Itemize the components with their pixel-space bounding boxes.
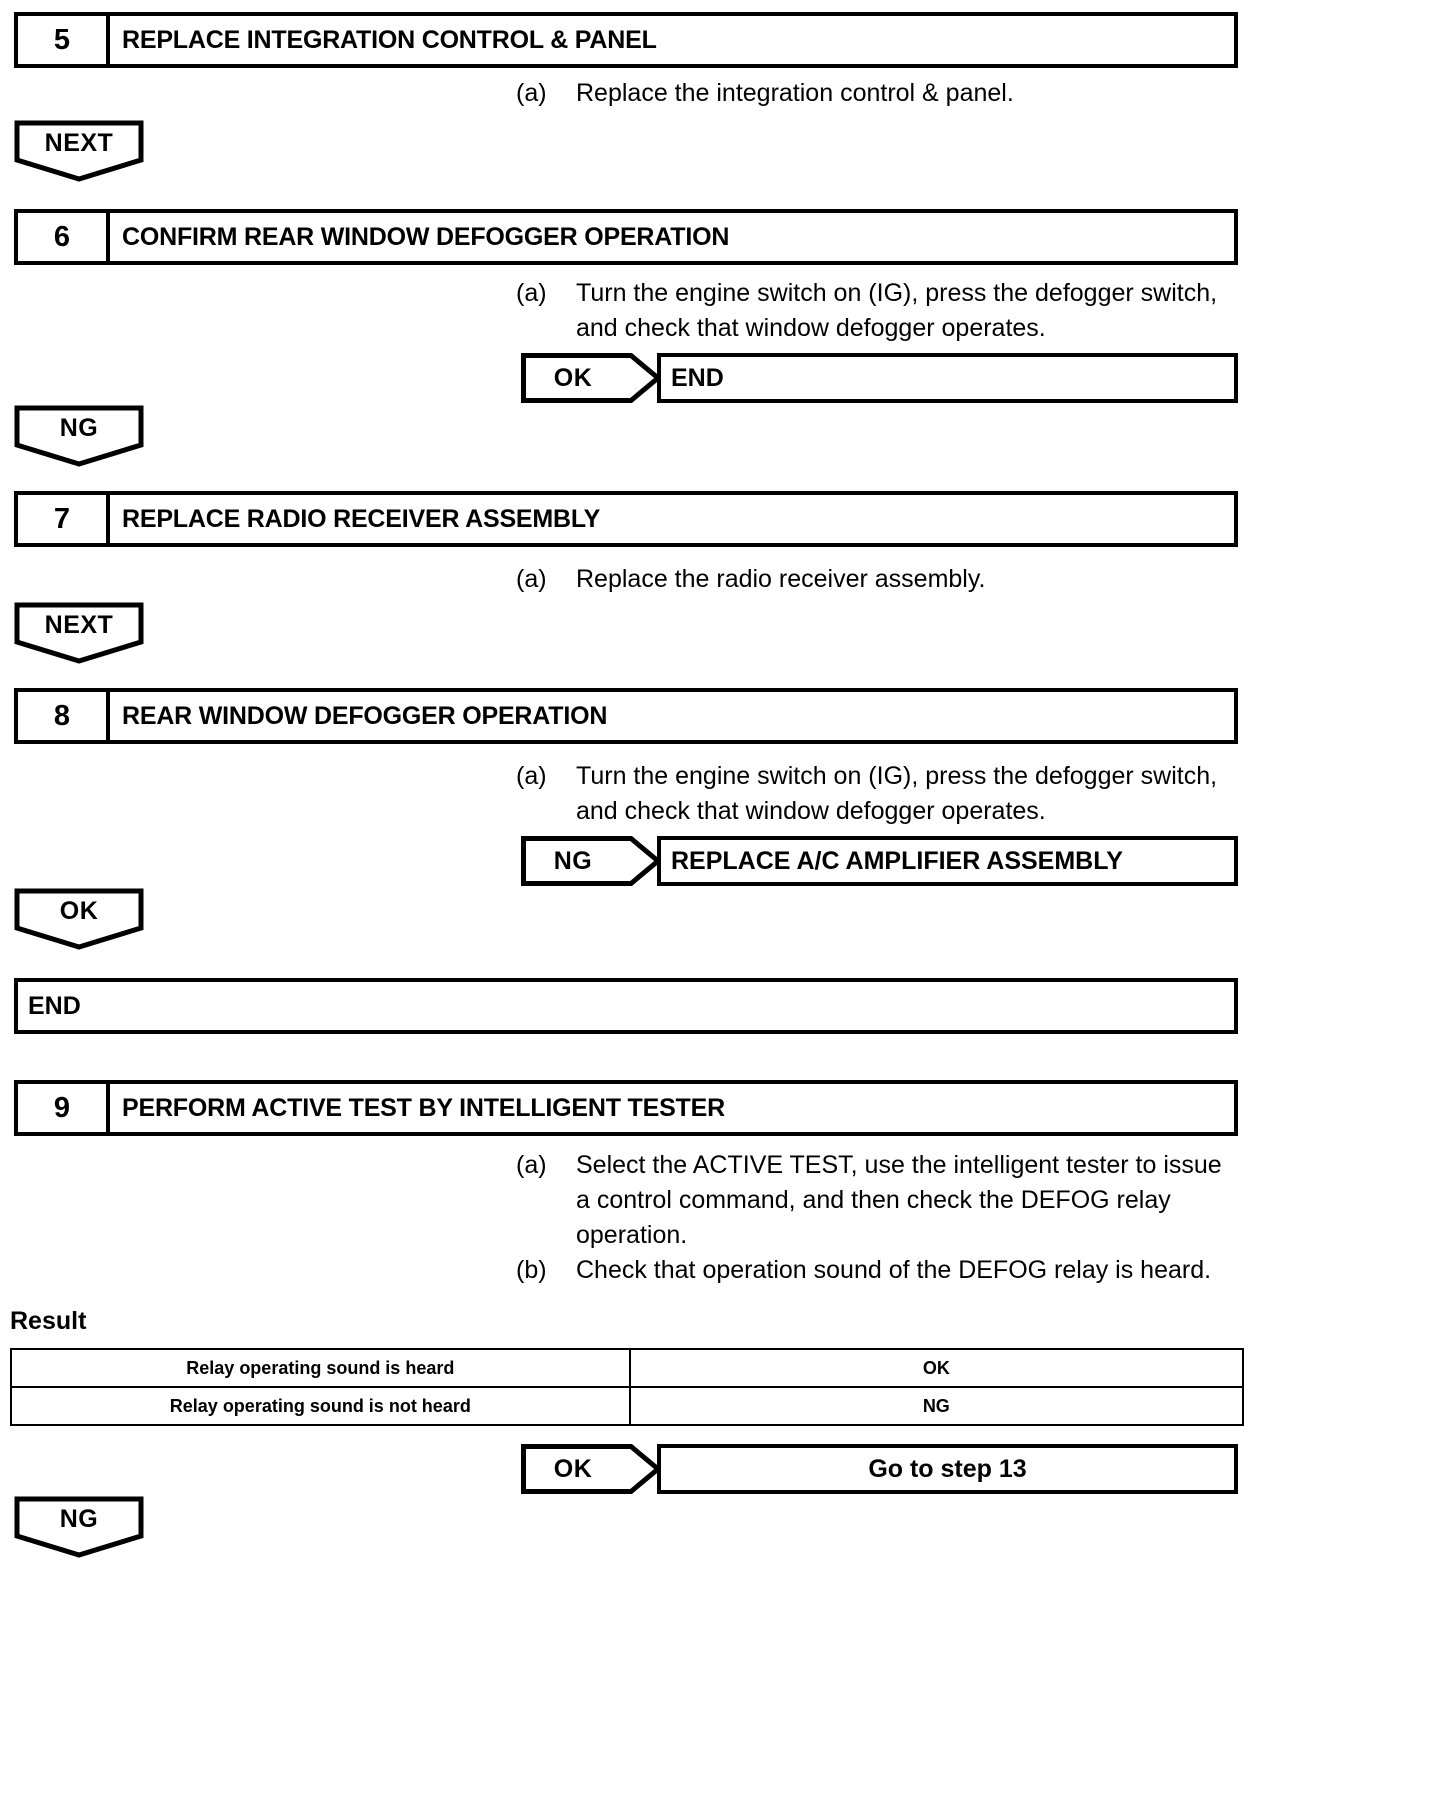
instruction-item: (a) Select the ACTIVE TEST, use the inte… [516,1148,1238,1253]
pentagon-down-icon [14,1496,144,1558]
step-header-6: 6 CONFIRM REAR WINDOW DEFOGGER OPERATION [14,209,1238,265]
branch-connector-label: OK [553,363,593,392]
branch-target-step-6: END [657,353,1238,403]
step-7-instructions: (a) Replace the radio receiver assembly. [516,562,1238,597]
result-table: Relay operating sound is heard OK Relay … [10,1348,1245,1426]
instruction-marker: (b) [516,1256,547,1284]
pentagon-right-icon [521,836,661,886]
step-number-9: 9 [18,1084,110,1132]
step-number-6: 6 [18,213,110,261]
result-condition: Relay operating sound is heard [10,1348,631,1388]
flow-connector-label: NEXT [44,610,114,639]
step-header-8: 8 REAR WINDOW DEFOGGER OPERATION [14,688,1238,744]
step-number-7: 7 [18,495,110,543]
table-row: Relay operating sound is heard OK [10,1348,1245,1388]
step-title-7: REPLACE RADIO RECEIVER ASSEMBLY [122,504,601,533]
step-5-instructions: (a) Replace the integration control & pa… [516,76,1238,111]
branch-connector-ok-step-6: OK [521,353,661,403]
instruction-item: (a) Turn the engine switch on (IG), pres… [516,276,1238,346]
table-row: Relay operating sound is not heard NG [10,1386,1245,1426]
instruction-text: Check that operation sound of the DEFOG … [576,1256,1212,1284]
step-9-instructions: (a) Select the ACTIVE TEST, use the inte… [516,1148,1238,1288]
result-judgement: OK [628,1348,1245,1388]
flow-connector-ng-after-step-6: NG [14,405,144,467]
instruction-text: Turn the engine switch on (IG), press th… [576,279,1218,342]
pentagon-down-icon [14,888,144,950]
result-heading: Result [10,1307,87,1335]
instruction-item: (a) Replace the radio receiver assembly. [516,562,1238,597]
flow-connector-label: NG [59,1504,99,1533]
branch-target-step-8: REPLACE A/C AMPLIFIER ASSEMBLY [657,836,1238,886]
branch-target-step-9: Go to step 13 [657,1444,1238,1494]
step-number-5: 5 [18,16,110,64]
step-title-6: CONFIRM REAR WINDOW DEFOGGER OPERATION [122,222,730,251]
step-header-7: 7 REPLACE RADIO RECEIVER ASSEMBLY [14,491,1238,547]
instruction-text: Replace the integration control & panel. [576,79,1014,107]
instruction-item: (b) Check that operation sound of the DE… [516,1253,1238,1288]
pentagon-right-icon [521,1444,661,1494]
branch-connector-ok-step-9: OK [521,1444,661,1494]
flow-connector-ng-after-step-9: NG [14,1496,144,1558]
step-header-5: 5 REPLACE INTEGRATION CONTROL & PANEL [14,12,1238,68]
instruction-marker: (a) [516,1151,547,1179]
result-judgement: NG [628,1386,1245,1426]
flow-connector-next-after-step-5: NEXT [14,120,144,182]
step-title-5: REPLACE INTEGRATION CONTROL & PANEL [122,25,657,54]
instruction-text: Replace the radio receiver assembly. [576,565,986,593]
step-8-instructions: (a) Turn the engine switch on (IG), pres… [516,759,1238,829]
branch-connector-ng-step-8: NG [521,836,661,886]
pentagon-right-icon [521,353,661,403]
step-title-9: PERFORM ACTIVE TEST BY INTELLIGENT TESTE… [122,1093,725,1122]
instruction-marker: (a) [516,79,547,107]
flow-connector-ok-after-step-8: OK [14,888,144,950]
instruction-marker: (a) [516,762,547,790]
step-title-8: REAR WINDOW DEFOGGER OPERATION [122,701,608,730]
flow-connector-label: NEXT [44,128,114,157]
instruction-text: Turn the engine switch on (IG), press th… [576,762,1218,825]
branch-connector-label: OK [553,1454,593,1483]
instruction-marker: (a) [516,565,547,593]
instruction-marker: (a) [516,279,547,307]
instruction-text: Select the ACTIVE TEST, use the intellig… [576,1151,1222,1249]
branch-connector-label: NG [553,846,593,875]
step-number-8: 8 [18,692,110,740]
step-6-instructions: (a) Turn the engine switch on (IG), pres… [516,276,1238,346]
pentagon-down-icon [14,602,144,664]
instruction-item: (a) Replace the integration control & pa… [516,76,1238,111]
step-header-9: 9 PERFORM ACTIVE TEST BY INTELLIGENT TES… [14,1080,1238,1136]
flow-connector-label: NG [59,413,99,442]
instruction-item: (a) Turn the engine switch on (IG), pres… [516,759,1238,829]
end-terminal-box: END [14,978,1238,1034]
result-condition: Relay operating sound is not heard [10,1386,631,1426]
pentagon-down-icon [14,120,144,182]
pentagon-down-icon [14,405,144,467]
flow-connector-next-after-step-7: NEXT [14,602,144,664]
flow-connector-label: OK [59,896,99,925]
